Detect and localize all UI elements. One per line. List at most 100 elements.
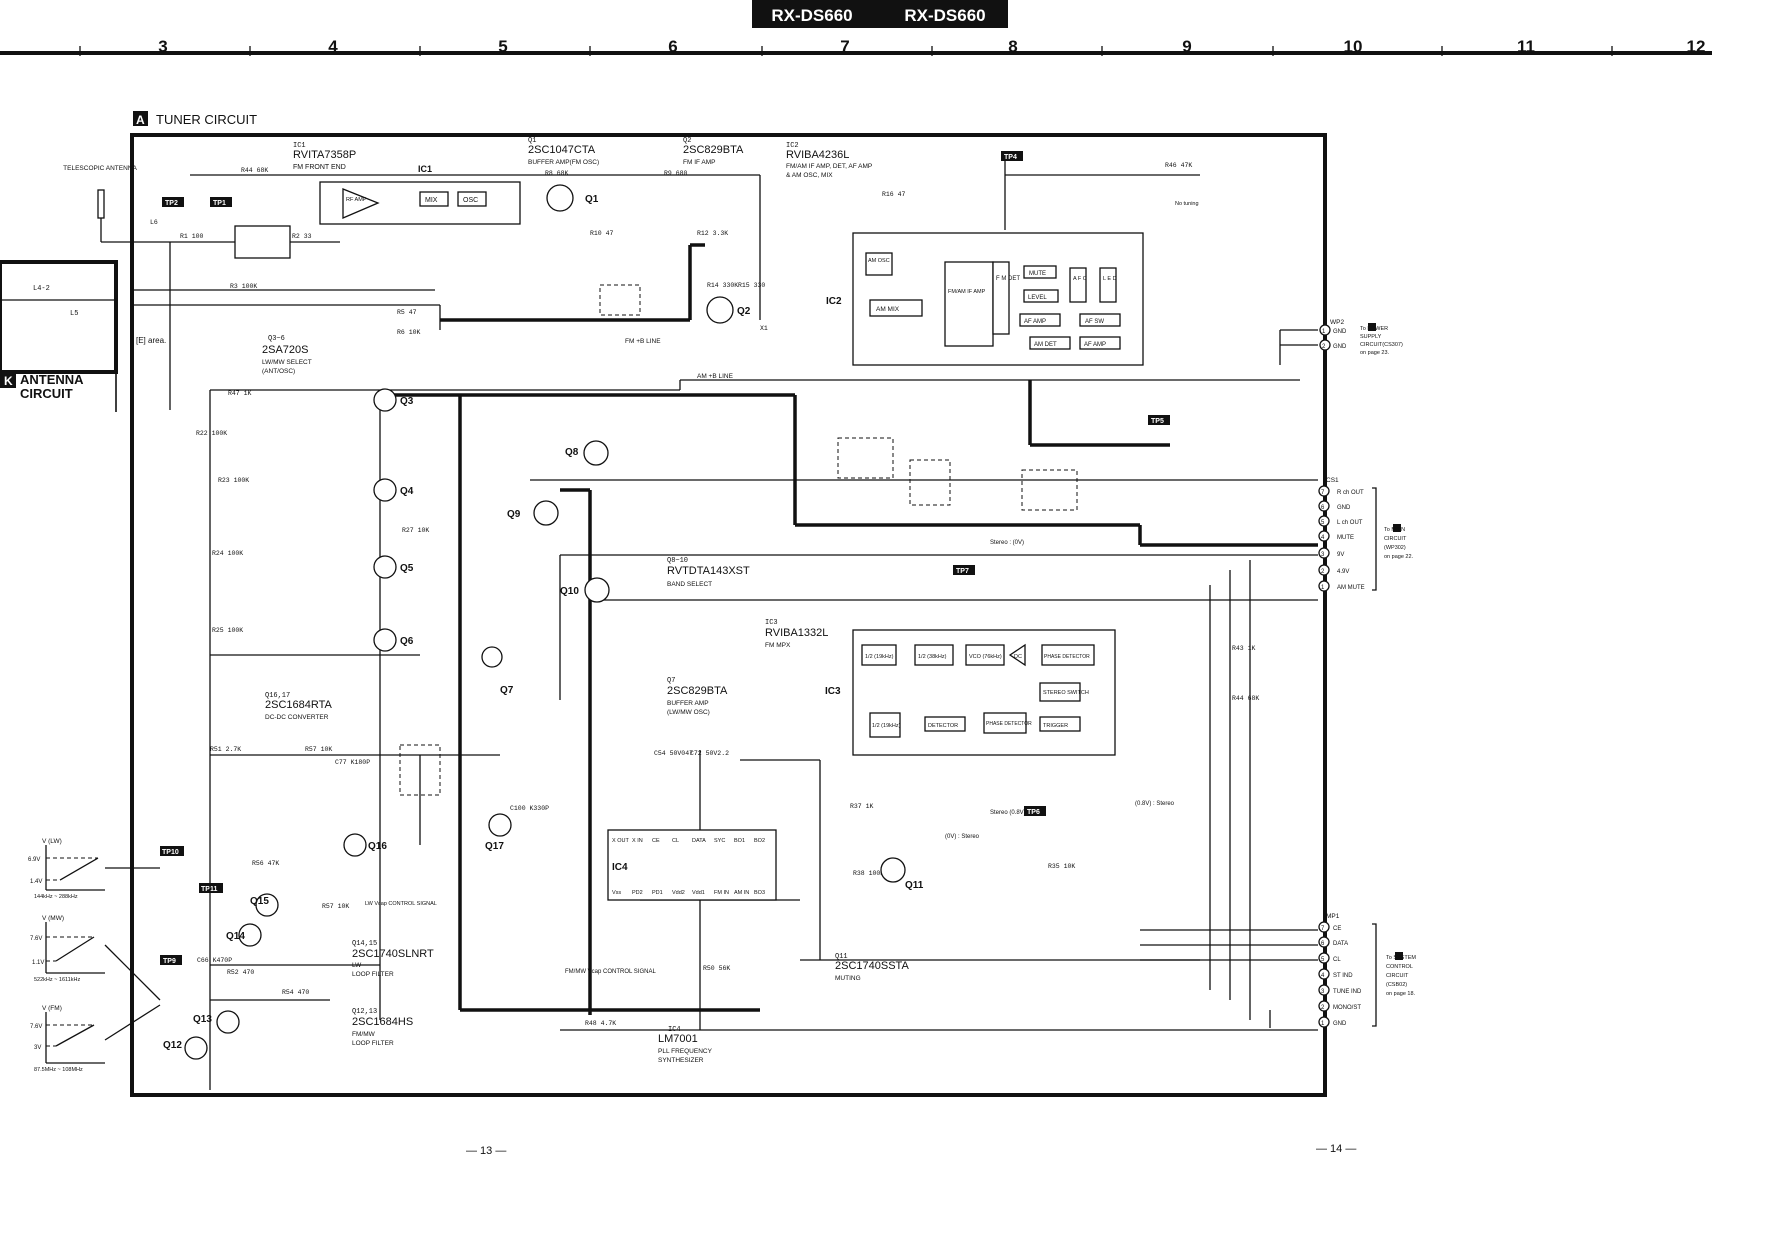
stereo-mute-label: (0V) : Stereo (945, 834, 980, 840)
q6-label: Q6 (400, 636, 414, 647)
ic1-block: IC1 RVITA7358P FM FRONT END IC1 RF AMP M… (150, 142, 521, 336)
cs1-note-1: To MAIN (1384, 527, 1405, 533)
mp1-pin5-name: CL (1333, 957, 1341, 963)
mp1-pin6-num: 6 (1321, 941, 1325, 947)
mp1-pin5-num: 5 (1321, 957, 1325, 963)
ic4-pin-amin: AM IN (734, 890, 749, 896)
ic2-ref: IC2 (786, 142, 799, 150)
af-sw-label: AF SW (1085, 319, 1104, 325)
section-badge-letter: A (136, 113, 145, 127)
wp2-name: WP2 (1330, 319, 1344, 326)
ic3-ref: IC3 (765, 619, 778, 627)
graph-fm-y-low: 3V (34, 1045, 41, 1051)
q14-15-function: LW (352, 962, 362, 969)
mp1-pin7-name: CE (1333, 926, 1341, 932)
tp7-label: TP7 (956, 568, 969, 575)
mute-label: MUTE (1029, 271, 1046, 277)
graph-lw-title: V (LW) (42, 838, 62, 845)
fm-b-line-label: FM +B LINE (625, 338, 661, 345)
graph-fm-y-high: 7.6V (30, 1024, 42, 1030)
dc-dc-converter-block: Q16,17 2SC1684RTA DC-DC CONVERTER Q16 Q1… (210, 692, 549, 857)
q16-label: Q16 (368, 841, 387, 852)
graph-mw-y-low: 1.1V (32, 960, 44, 966)
am-det-label: AM DET (1034, 342, 1057, 348)
q8-label: Q8 (565, 447, 579, 458)
r54-label: C77 K180P (335, 759, 370, 766)
ruler-label-12: 12 (1687, 37, 1706, 56)
c77-label: R44 68K (241, 167, 268, 174)
e-area-label: [E] area. (136, 336, 166, 345)
r43-label: R43 1K (1232, 645, 1256, 652)
div-19khz-2-label: 1/2 (19kHz) (872, 723, 901, 729)
r51-label: R57 10K (322, 903, 349, 910)
cs1-name: CS1 (1326, 477, 1339, 484)
r8-label: R8 68K (545, 170, 569, 177)
q3-6-ref: Q3~6 (268, 335, 285, 343)
r38-label: R38 100K (853, 870, 884, 877)
graph-fm-curve (55, 1024, 95, 1047)
q2-part: 2SC829BTA (683, 144, 744, 156)
ic4-body-label: IC4 (612, 862, 628, 873)
ic2-body-label: IC2 (826, 296, 842, 307)
afc-label: A F C (1073, 276, 1087, 282)
antenna-badge (0, 372, 16, 388)
tuner-circuit-frame (130, 133, 1327, 1097)
ic1-ref: IC1 (293, 142, 306, 150)
q15-label: Q15 (250, 896, 269, 907)
r47-label: R52 470 (227, 969, 254, 976)
r50-label: R56 47K (252, 860, 279, 867)
dc-label: DC (1014, 654, 1022, 660)
af-amp-2-label: AF AMP (1084, 342, 1106, 348)
q11-label: Q11 (905, 880, 924, 891)
mp1-pin7-num: 7 (1321, 926, 1325, 932)
stereo-switch-label: STEREO SWITCH (1043, 690, 1089, 696)
q3-6-part: 2SA720S (262, 344, 308, 356)
cf1-label: X1 (760, 325, 768, 332)
ruler-label-5: 5 (498, 37, 507, 56)
ic4-pin-vss: Vss (612, 890, 621, 896)
graph-fm-x-range: 87.5MHz ~ 108MHz (34, 1067, 83, 1073)
q1-q2-block: Q1 2SC1047CTA BUFFER AMP(FM OSC) Q1 Q2 2… (528, 137, 768, 380)
r23-label: R23 100K (218, 477, 249, 484)
cs1-pin3-num: 3 (1321, 552, 1325, 558)
stereo-pin-label: (0.8V) : Stereo (1135, 801, 1175, 807)
section-title: TUNER CIRCUIT (156, 112, 257, 127)
q16-17-function: DC-DC CONVERTER (265, 714, 329, 721)
antenna-circuit-label-2: CIRCUIT (20, 386, 73, 401)
q11-function: MUTING (835, 975, 861, 982)
ruler-label-11: 11 (1517, 37, 1535, 56)
telescopic-antenna-symbol (97, 189, 105, 219)
t3-transformer (1021, 469, 1078, 511)
ic4-pin-syc: SYC (714, 838, 725, 844)
wp2-pin1-num: 1 (1322, 329, 1326, 335)
q3-6-function-2: (ANT/OSC) (262, 368, 295, 375)
cs1-pin5-name: L ch OUT (1337, 520, 1363, 526)
q16-17-part: 2SC1684RTA (265, 699, 333, 711)
circuit-wiring (132, 160, 1318, 1090)
q1-body-label: Q1 (585, 194, 599, 205)
q10-label: Q10 (560, 586, 579, 597)
r24-label: R24 100K (212, 550, 243, 557)
ic1-function: FM FRONT END (293, 164, 346, 171)
q14-label: Q14 (226, 931, 245, 942)
cs1-pin7-name: R ch OUT (1337, 490, 1364, 496)
q8-10-part: RVTDTA143XST (667, 565, 750, 577)
q12-13-ref: Q12,13 (352, 1008, 377, 1016)
t1-transformer (599, 284, 641, 316)
ic4-pin-xout: X OUT (612, 838, 629, 844)
r14-label: R14 330K (707, 282, 738, 289)
ruler-label-9: 9 (1182, 37, 1191, 56)
r57-label: C72 50V2.2 (690, 750, 729, 757)
ic4-ref: IC4 (668, 1026, 681, 1034)
mp1-pin2-name: MONO/ST (1333, 1005, 1361, 1011)
mp1-pin3-name: TUNE IND (1333, 989, 1362, 995)
l9-label: R50 56K (703, 965, 730, 972)
tp4-label: TP4 (1004, 154, 1017, 161)
page-number-14: — 14 — (1316, 1143, 1356, 1155)
loop-filter-block: Q15 Q14 Q13 Q12 Q14,15 2SC1740SLNRT LW L… (163, 860, 437, 1060)
graph-lw-x-range: 144kHz ~ 288kHz (34, 894, 78, 900)
div-38khz-label: 1/2 (38kHz) (918, 654, 947, 660)
lw-vcap-label: LW Vcap CONTROL SIGNAL (365, 901, 437, 907)
